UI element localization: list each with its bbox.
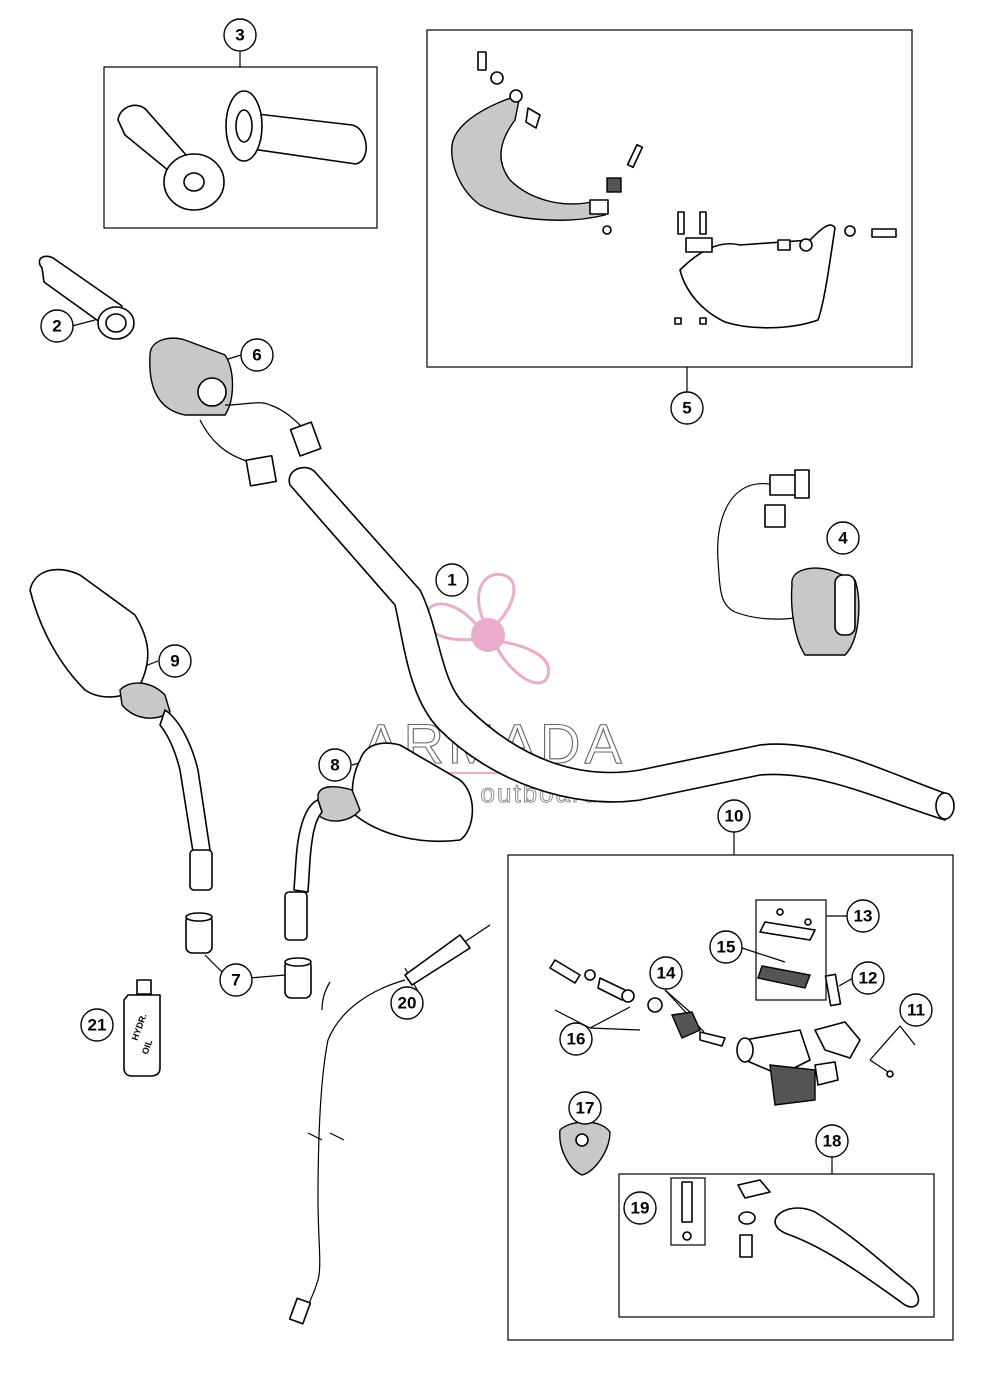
callout-6[interactable]: 6 xyxy=(240,338,274,372)
callout-13[interactable]: 13 xyxy=(846,899,880,933)
part-20-cable xyxy=(288,924,491,1325)
part-2-grip xyxy=(38,255,135,340)
svg-text:9: 9 xyxy=(170,652,179,671)
callout-12[interactable]: 12 xyxy=(851,961,885,995)
svg-text:14: 14 xyxy=(657,964,676,983)
part-5-handguards xyxy=(451,51,897,329)
svg-text:7: 7 xyxy=(231,971,240,990)
svg-text:10: 10 xyxy=(725,807,744,826)
callout-14[interactable]: 14 xyxy=(649,956,683,990)
group-box-13 xyxy=(755,899,827,1001)
callout-19[interactable]: 19 xyxy=(623,1191,657,1225)
callout-5[interactable]: 5 xyxy=(670,391,704,425)
part-10-brake-assembly xyxy=(549,908,894,1106)
part-9-mirror-left xyxy=(29,568,213,891)
callout-3[interactable]: 3 xyxy=(223,18,257,52)
svg-text:3: 3 xyxy=(235,26,244,45)
callout-10[interactable]: 10 xyxy=(717,799,751,833)
callouts: 1 2 3 4 5 6 7 8 9 10 11 12 13 14 15 16 1… xyxy=(40,18,933,1225)
part-21-oil-bottle: HYDR. OIL xyxy=(123,979,161,1077)
svg-text:5: 5 xyxy=(682,399,691,418)
svg-text:6: 6 xyxy=(252,346,261,365)
svg-text:16: 16 xyxy=(567,1030,586,1049)
svg-text:17: 17 xyxy=(576,1099,595,1118)
callout-20[interactable]: 20 xyxy=(390,986,424,1020)
oil-bottle-label-line2: OIL xyxy=(140,1038,155,1056)
callout-2[interactable]: 2 xyxy=(40,309,74,343)
part-3-grips xyxy=(117,90,367,211)
svg-text:18: 18 xyxy=(823,1132,842,1151)
svg-text:15: 15 xyxy=(717,938,736,957)
svg-text:11: 11 xyxy=(907,1001,925,1020)
part-1-handlebar xyxy=(288,466,955,821)
svg-text:1: 1 xyxy=(447,571,456,590)
group-box-10 xyxy=(507,854,954,1341)
callout-1[interactable]: 1 xyxy=(435,563,469,597)
svg-text:12: 12 xyxy=(859,969,878,988)
callout-11[interactable]: 11 xyxy=(899,993,933,1027)
svg-text:21: 21 xyxy=(88,1016,107,1035)
part-7-adapters xyxy=(185,912,312,999)
svg-text:4: 4 xyxy=(838,529,848,548)
svg-text:2: 2 xyxy=(52,317,61,336)
part-8-mirror-right xyxy=(284,742,474,941)
callout-4[interactable]: 4 xyxy=(826,521,860,555)
group-box-18 xyxy=(618,1173,935,1318)
svg-text:19: 19 xyxy=(631,1199,650,1218)
part-17-cover xyxy=(559,1121,611,1176)
callout-8[interactable]: 8 xyxy=(318,748,352,782)
leader-lines xyxy=(71,52,916,1174)
callout-9[interactable]: 9 xyxy=(158,644,192,678)
callout-16[interactable]: 16 xyxy=(559,1022,593,1056)
svg-text:20: 20 xyxy=(398,994,417,1013)
group-box-19 xyxy=(670,1177,706,1246)
svg-text:8: 8 xyxy=(330,756,339,775)
callout-17[interactable]: 17 xyxy=(568,1091,602,1125)
part-18-lever xyxy=(681,1179,920,1308)
callout-7[interactable]: 7 xyxy=(219,963,253,997)
part-4-switch xyxy=(717,469,860,656)
part-6-switch xyxy=(149,337,322,487)
callout-21[interactable]: 21 xyxy=(80,1008,114,1042)
svg-text:13: 13 xyxy=(854,907,873,926)
group-box-5 xyxy=(426,29,913,368)
callout-18[interactable]: 18 xyxy=(815,1124,849,1158)
watermark-logo xyxy=(424,572,550,685)
callout-15[interactable]: 15 xyxy=(709,930,743,964)
